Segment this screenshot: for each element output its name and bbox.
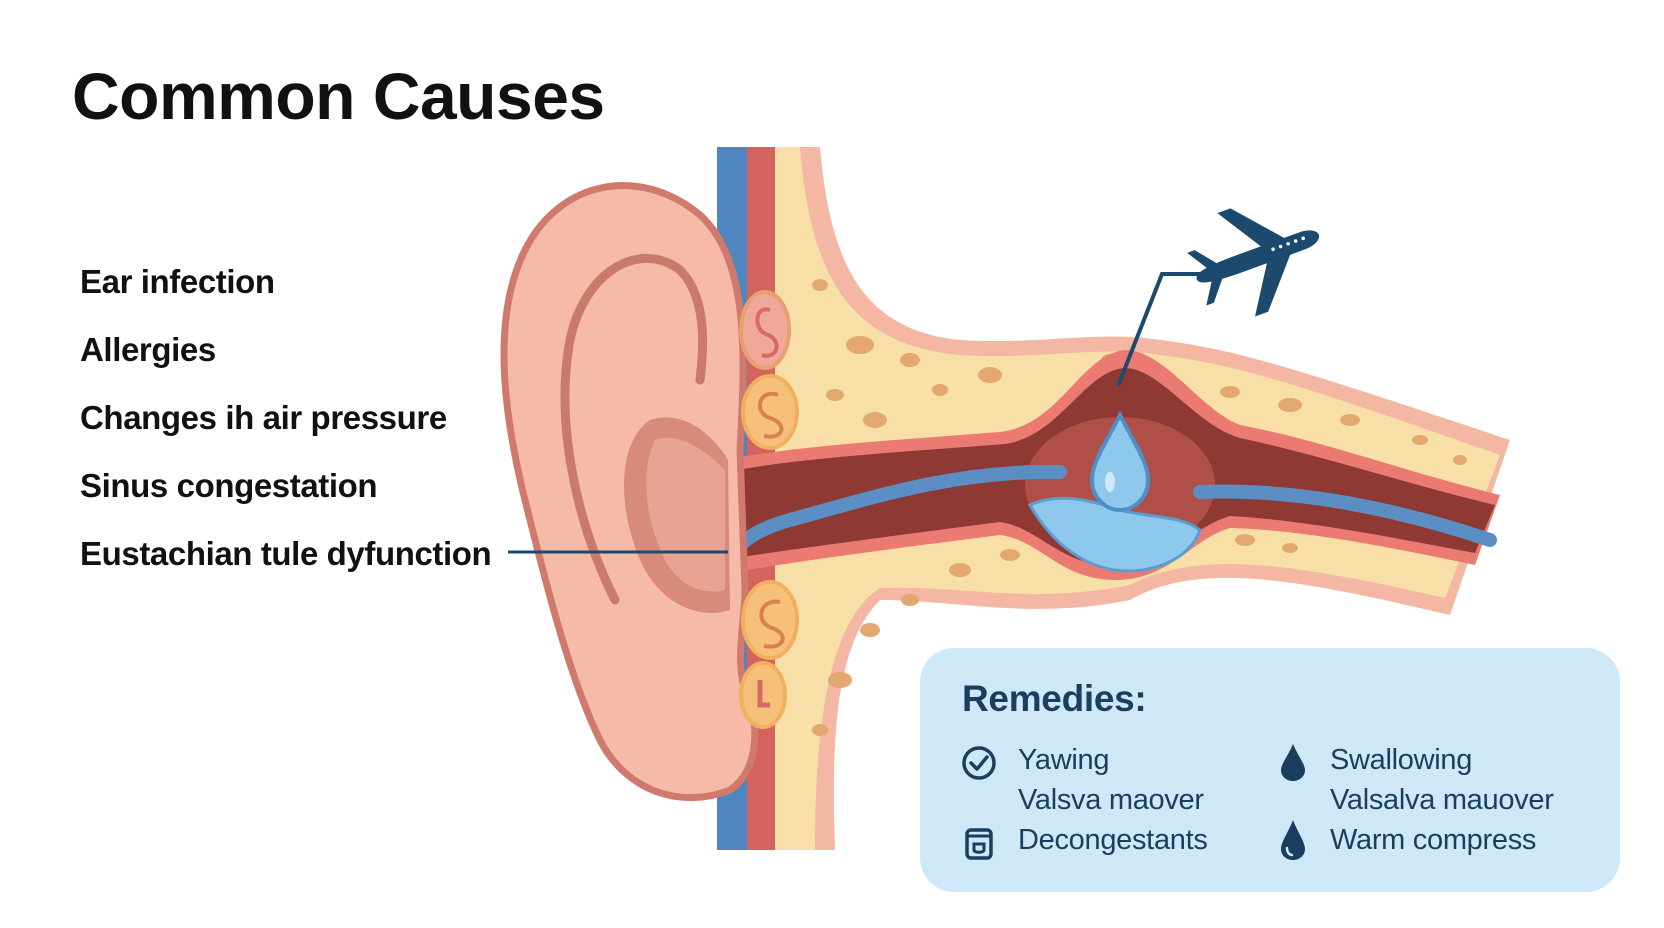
remedy-item-valsalva: Valsva maover <box>1018 784 1204 816</box>
cause-item: Changes ih air pressure <box>80 399 447 436</box>
airplane-leader-line <box>1116 272 1210 387</box>
cause-item: Allergies <box>80 331 216 368</box>
pill-box-icon <box>965 828 993 860</box>
remedy-item-yawning: Yawing <box>1018 744 1110 776</box>
remedies-panel: Remedies: Yawing Valsva maover Decongest… <box>920 648 1620 892</box>
remedy-item-swallowing: Swallowing <box>1330 744 1473 776</box>
cause-item: Eustachian tule dyfunction <box>80 535 492 572</box>
water-drop-icon <box>1281 744 1305 781</box>
cause-item: Ear infection <box>80 263 275 300</box>
check-circle-icon <box>962 746 996 780</box>
remedy-item-valsalva-2: Valsalva mauover <box>1330 784 1554 816</box>
bone-texture <box>812 279 1467 736</box>
eustachian-tube-right <box>1193 484 1497 547</box>
remedy-item-decongestants: Decongestants <box>1018 824 1208 856</box>
remedy-item-warm-compress: Warm compress <box>1330 824 1537 856</box>
cartilage-nodules <box>739 290 799 729</box>
cause-item: Sinus congestation <box>80 467 378 504</box>
remedies-title: Remedies: <box>962 678 1147 719</box>
causes-list: Ear infection Allergies Changes ih air p… <box>80 258 492 598</box>
water-drop-icon <box>1281 820 1305 860</box>
airplane-icon <box>1187 208 1320 317</box>
middle-ear-fluid <box>1027 496 1202 573</box>
ear-helix-fold <box>560 254 708 605</box>
page-title: Common Causes <box>72 59 605 133</box>
